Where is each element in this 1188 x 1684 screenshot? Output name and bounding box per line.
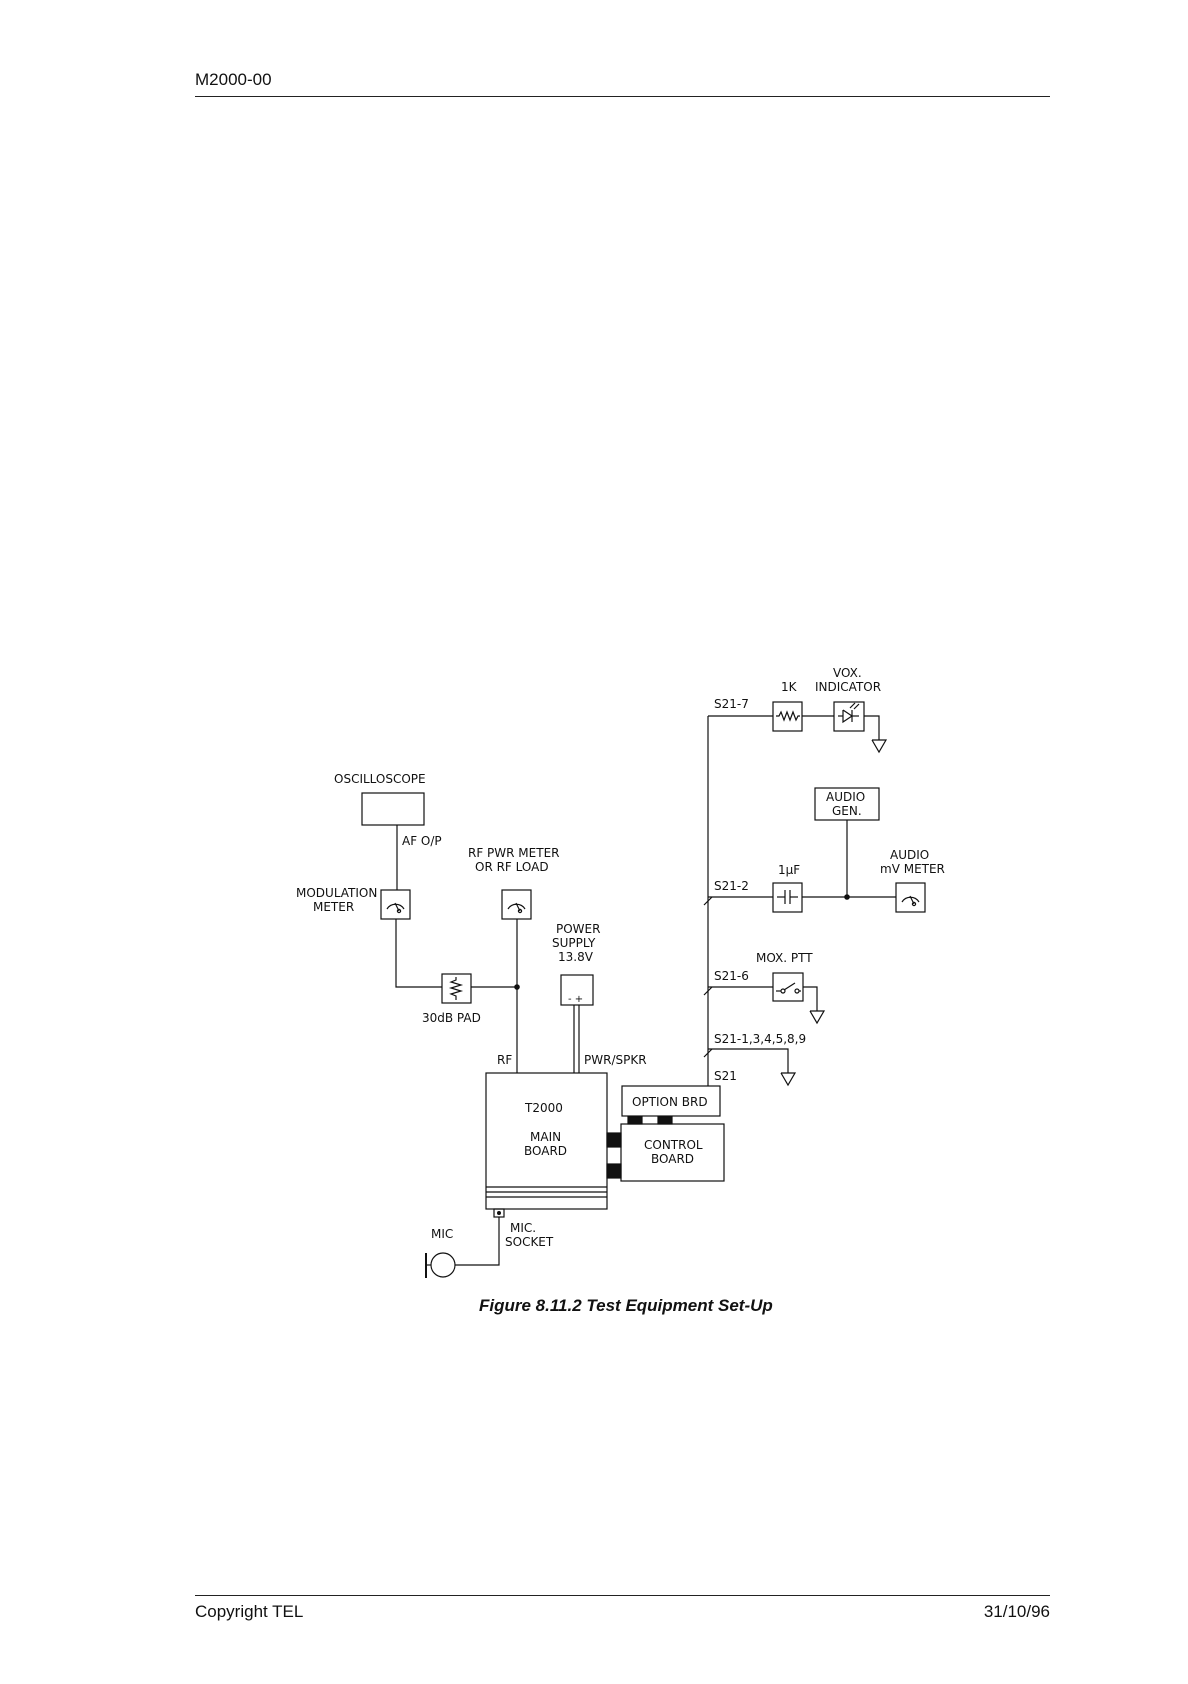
- modulation-meter-label-line1: MODULATION: [296, 886, 377, 900]
- mox-ground-wire: [803, 986, 818, 1011]
- main-to-control-connector: [606, 1132, 622, 1179]
- attenuator-resistor-icon: [448, 977, 464, 1000]
- control-board-label-line2: BOARD: [651, 1152, 694, 1166]
- s21-label: S21: [714, 1069, 737, 1083]
- footer-date: 31/10/96: [983, 1602, 1050, 1621]
- vox-indicator-label-line2: INDICATOR: [815, 680, 881, 694]
- audio-mv-meter-label-line2: mV METER: [880, 862, 945, 876]
- capacitor-label: 1µF: [778, 863, 800, 877]
- audio-generator-label-line2: GEN.: [832, 804, 862, 818]
- attenuator-pad-label: 30dB PAD: [422, 1011, 481, 1025]
- rf-power-meter-label-line1: RF PWR METER: [468, 846, 560, 860]
- modulation-meter-label-line2: METER: [313, 900, 354, 914]
- rf-power-meter-label-line2: OR RF LOAD: [475, 860, 549, 874]
- main-board-label-line3: BOARD: [524, 1144, 567, 1158]
- vox-ground-wire: [864, 715, 880, 740]
- microphone-icon: [425, 1252, 456, 1278]
- oscilloscope-label: OSCILLOSCOPE: [334, 772, 426, 786]
- figure-caption: Figure 8.11.2 Test Equipment Set-Up: [479, 1296, 773, 1315]
- power-supply-label-line2: SUPPLY: [552, 936, 596, 950]
- audio-junction-dot: [844, 894, 850, 900]
- power-supply-label-line3: 13.8V: [558, 950, 594, 964]
- footer-rule: [195, 1595, 1050, 1596]
- s21-rest-tick: [703, 1048, 713, 1058]
- vox-ground-icon: [871, 739, 888, 754]
- header-rule: [195, 96, 1050, 97]
- power-supply-label-line1: POWER: [556, 922, 600, 936]
- s21-7-label: S21-7: [714, 697, 749, 711]
- option-board-box: [621, 1085, 721, 1117]
- pwr-spkr-label: PWR/SPKR: [584, 1053, 647, 1067]
- s21-rest-ground-icon: [780, 1072, 797, 1087]
- switch-icon: [776, 982, 801, 994]
- mic-cable-wire: [455, 1217, 500, 1266]
- resistor-1k-label: 1K: [781, 680, 798, 694]
- control-board-label-line1: CONTROL: [644, 1138, 703, 1152]
- s21-6-label: S21-6: [714, 969, 749, 983]
- modulation-meter-gauge-icon: [386, 902, 405, 914]
- document-number: M2000-00: [195, 70, 272, 89]
- mic-socket-label-line1: MIC.: [510, 1221, 536, 1235]
- footer-copyright: Copyright TEL: [195, 1602, 304, 1621]
- mox-ptt-label: MOX. PTT: [756, 951, 813, 965]
- mic-socket-label-line2: SOCKET: [505, 1235, 554, 1249]
- control-board-box: [620, 1123, 725, 1182]
- resistor-1k-icon: [776, 710, 800, 722]
- capacitor-icon: [777, 890, 798, 904]
- s21-rest-label: S21-1,3,4,5,8,9: [714, 1032, 806, 1046]
- mox-ground-icon: [809, 1010, 826, 1025]
- oscilloscope-box: [361, 792, 425, 826]
- audio-mv-meter-box: [895, 882, 926, 913]
- mic-label: MIC: [431, 1227, 453, 1241]
- attenuator-pad-box: [441, 973, 472, 1004]
- main-board-label-line1: T2000: [524, 1101, 563, 1115]
- s21-6-tick: [703, 986, 713, 996]
- option-board-connector: [627, 1116, 673, 1125]
- power-supply-terminals: - +: [568, 994, 583, 1005]
- af-output-label: AF O/P: [402, 834, 442, 848]
- power-supply-box: [560, 974, 594, 1006]
- audio-generator-label-line1: AUDIO: [826, 790, 865, 804]
- s21-2-label: S21-2: [714, 879, 749, 893]
- s21-2-tick: [703, 896, 713, 906]
- main-board-label-line2: MAIN: [530, 1130, 561, 1144]
- rf-label: RF: [497, 1053, 512, 1067]
- mod-meter-to-pad-wire: [395, 919, 442, 988]
- vox-indicator-label-line1: VOX.: [833, 666, 862, 680]
- option-board-label: OPTION BRD: [632, 1095, 708, 1109]
- s21-rest-wire: [708, 1048, 789, 1073]
- rf-power-meter-gauge-icon: [507, 902, 526, 914]
- audio-mv-meter-label-line1: AUDIO: [890, 848, 929, 862]
- led-icon: [838, 702, 860, 724]
- audio-mv-meter-gauge-icon: [901, 895, 920, 907]
